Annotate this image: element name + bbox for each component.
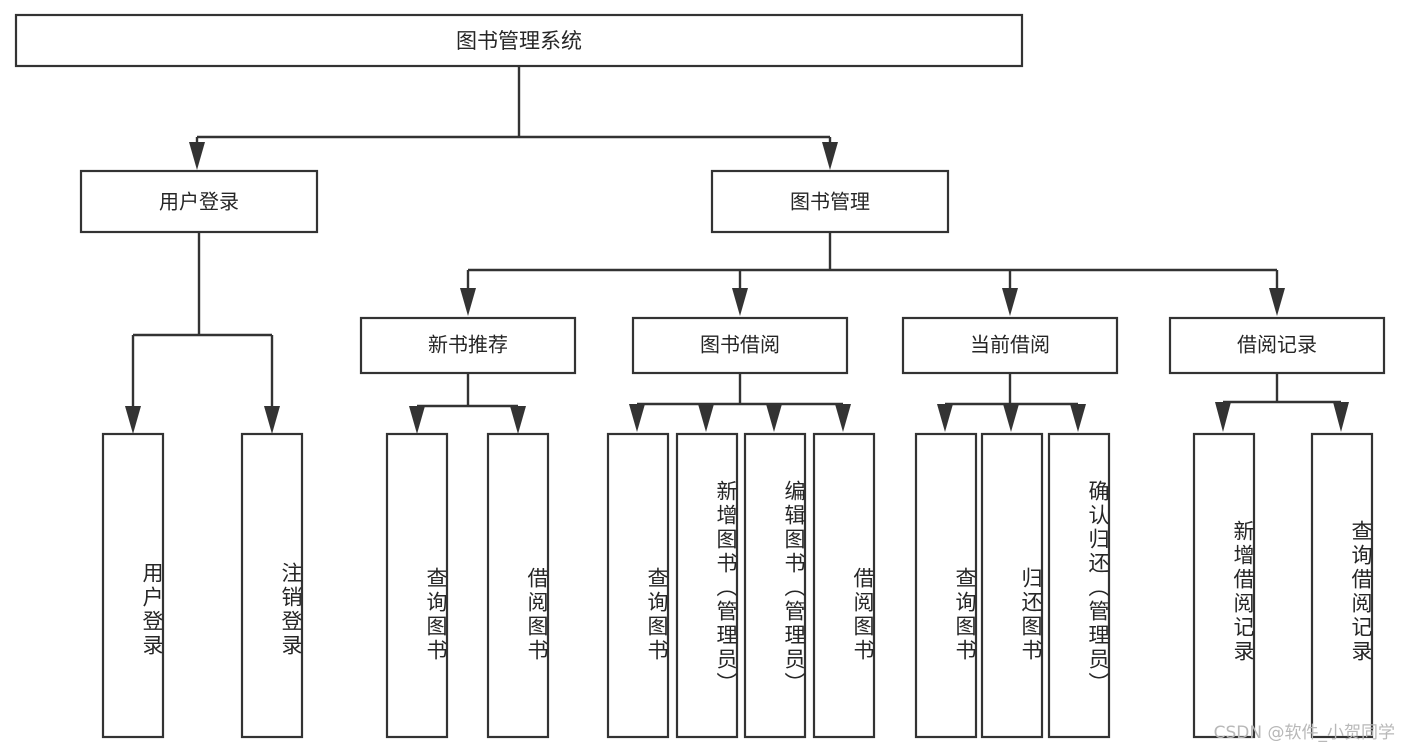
- new-book-recommend-label: 新书推荐: [428, 333, 508, 357]
- arrow-to-new-book: [460, 288, 476, 316]
- edges-user-login-to-leaves: [125, 232, 280, 434]
- arrow-to-user-login: [189, 142, 205, 170]
- arrow-leaf-query-book-3: [937, 404, 953, 432]
- edges-book-borrow-to-leaves: [629, 373, 851, 432]
- leaf-box-query-book-1[interactable]: [385, 432, 449, 739]
- edges-new-book-to-leaves: [409, 373, 526, 434]
- borrow-record-label: 借阅记录: [1237, 333, 1317, 357]
- leaf-box-return-book[interactable]: [980, 432, 1044, 739]
- arrow-to-book-borrow: [732, 288, 748, 316]
- new-book-recommend-box[interactable]: [359, 316, 577, 375]
- book-borrow-label: 图书借阅: [700, 333, 780, 357]
- node-root[interactable]: 图书管理系统: [14, 13, 1024, 68]
- arrow-leaf-borrow-book-1: [510, 406, 526, 434]
- arrow-leaf-query-book-2: [629, 404, 645, 432]
- user-login-label: 用户登录: [159, 190, 239, 214]
- leaf-box-borrow-book-2[interactable]: [812, 432, 876, 739]
- arrow-leaf-borrow-book-2: [835, 404, 851, 432]
- edges-book-manage-to-level3: [460, 232, 1285, 316]
- node-book-manage[interactable]: 图书管理: [710, 169, 950, 234]
- arrow-leaf-add-book: [698, 404, 714, 432]
- leaf-box-user-login[interactable]: [101, 432, 165, 739]
- edges-root-to-level2: [189, 66, 838, 170]
- watermark-text: CSDN @软件_小贺同学: [1213, 723, 1395, 743]
- current-borrow-box[interactable]: [901, 316, 1119, 375]
- node-new-book-recommend[interactable]: 新书推荐: [359, 316, 577, 375]
- arrow-leaf-user-login: [125, 406, 141, 434]
- node-book-borrow[interactable]: 图书借阅: [631, 316, 849, 375]
- root-box[interactable]: [14, 13, 1024, 68]
- edges-borrow-record-to-leaves: [1215, 373, 1349, 432]
- leaf-box-edit-book[interactable]: [743, 432, 807, 739]
- leaf-box-add-book[interactable]: [675, 432, 739, 739]
- node-current-borrow[interactable]: 当前借阅: [901, 316, 1119, 375]
- current-borrow-label: 当前借阅: [970, 333, 1050, 357]
- borrow-record-box[interactable]: [1168, 316, 1386, 375]
- arrow-leaf-logout: [264, 406, 280, 434]
- arrow-to-book-manage: [822, 142, 838, 170]
- arrow-leaf-query-book-1: [409, 406, 425, 434]
- book-manage-label: 图书管理: [790, 190, 870, 214]
- node-user-login[interactable]: 用户登录: [79, 169, 319, 234]
- arrow-leaf-query-record: [1333, 402, 1349, 432]
- node-borrow-record[interactable]: 借阅记录: [1168, 316, 1386, 375]
- leaf-box-query-record[interactable]: [1310, 432, 1374, 739]
- book-borrow-box[interactable]: [631, 316, 849, 375]
- leaf-box-borrow-book-1[interactable]: [486, 432, 550, 739]
- leaf-box-query-book-3[interactable]: [914, 432, 978, 739]
- arrow-leaf-edit-book: [766, 404, 782, 432]
- book-manage-box[interactable]: [710, 169, 950, 234]
- arrow-leaf-confirm-return: [1070, 404, 1086, 432]
- edges-current-borrow-to-leaves: [937, 373, 1086, 432]
- leaf-box-confirm-return[interactable]: [1047, 432, 1111, 739]
- arrow-to-borrow-record: [1269, 288, 1285, 316]
- root-label: 图书管理系统: [456, 29, 582, 53]
- leaf-box-logout[interactable]: [240, 432, 304, 739]
- leaf-box-add-record[interactable]: [1192, 432, 1256, 739]
- leaf-box-query-book-2[interactable]: [606, 432, 670, 739]
- arrow-to-current-borrow: [1002, 288, 1018, 316]
- arrow-leaf-return-book: [1003, 404, 1019, 432]
- arrow-leaf-add-record: [1215, 402, 1231, 432]
